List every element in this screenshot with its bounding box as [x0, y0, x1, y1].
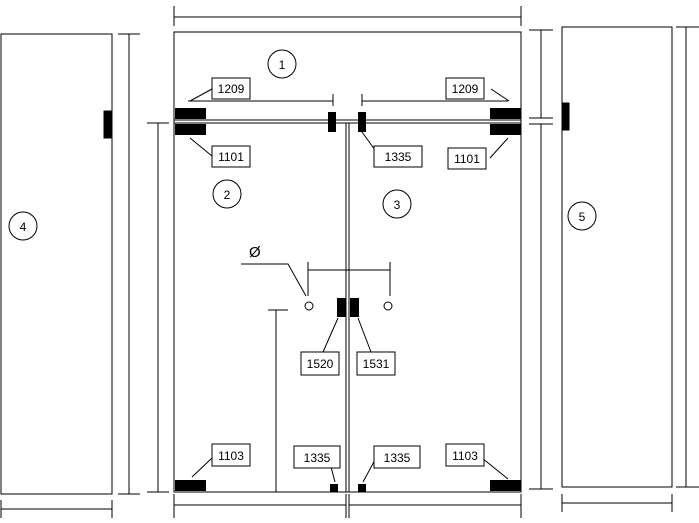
svg-text:1209: 1209	[218, 82, 245, 96]
hinge-1209-left	[175, 108, 206, 119]
handle-block-right	[350, 298, 359, 317]
left-side-latch	[103, 110, 113, 139]
svg-text:1: 1	[279, 58, 286, 72]
handle-hole-left	[304, 301, 314, 311]
diameter-symbol: Ø	[249, 244, 261, 261]
pivot-top-right	[358, 112, 366, 132]
panel-number-1: 1	[267, 49, 297, 79]
hinge-1209-right	[490, 108, 521, 119]
panel-number-2: 2	[212, 179, 242, 209]
handle-block-left	[337, 298, 346, 317]
hinge-1103-left	[175, 480, 206, 491]
panel-number-4: 4	[8, 211, 38, 241]
svg-text:1209: 1209	[452, 82, 479, 96]
panel-number-5: 5	[567, 201, 597, 231]
handle-hole-right	[383, 301, 393, 311]
label-1209-right: 1209	[445, 77, 485, 100]
hinge-1101-right	[490, 124, 521, 135]
left-side-panel	[0, 33, 113, 495]
label-1520: 1520	[300, 351, 340, 376]
svg-text:1520: 1520	[307, 357, 334, 371]
label-1103-right: 1103	[445, 443, 485, 467]
label-1103-left: 1103	[211, 443, 251, 467]
svg-text:1335: 1335	[304, 451, 331, 465]
svg-text:2: 2	[224, 188, 231, 202]
diameter-leader	[241, 263, 307, 297]
label-1335-bottom-left: 1335	[293, 445, 341, 469]
svg-text:1531: 1531	[363, 357, 390, 371]
svg-text:1335: 1335	[385, 150, 412, 164]
main-frame	[173, 31, 522, 493]
pivot-bottom-left	[330, 484, 338, 492]
svg-text:1103: 1103	[218, 449, 244, 463]
panel-number-3: 3	[382, 189, 412, 219]
right-side-latch	[561, 102, 570, 131]
svg-text:1101: 1101	[454, 152, 480, 166]
hinge-1103-right	[490, 480, 521, 491]
svg-text:1103: 1103	[452, 449, 478, 463]
svg-text:1335: 1335	[384, 451, 411, 465]
label-1531: 1531	[356, 351, 396, 376]
label-1335-top: 1335	[373, 145, 423, 168]
svg-text:5: 5	[579, 210, 586, 224]
hinge-1101-left	[175, 124, 206, 135]
svg-text:4: 4	[20, 220, 27, 234]
label-1101-right: 1101	[447, 147, 487, 170]
label-1101-left: 1101	[211, 145, 251, 168]
label-1209-left: 1209	[211, 77, 251, 100]
svg-text:1101: 1101	[218, 150, 244, 164]
right-side-panel	[561, 26, 673, 488]
svg-text:3: 3	[394, 198, 401, 212]
pivot-bottom-right	[358, 484, 366, 492]
pivot-top-left	[328, 112, 336, 132]
label-1335-bottom-right: 1335	[373, 445, 421, 469]
